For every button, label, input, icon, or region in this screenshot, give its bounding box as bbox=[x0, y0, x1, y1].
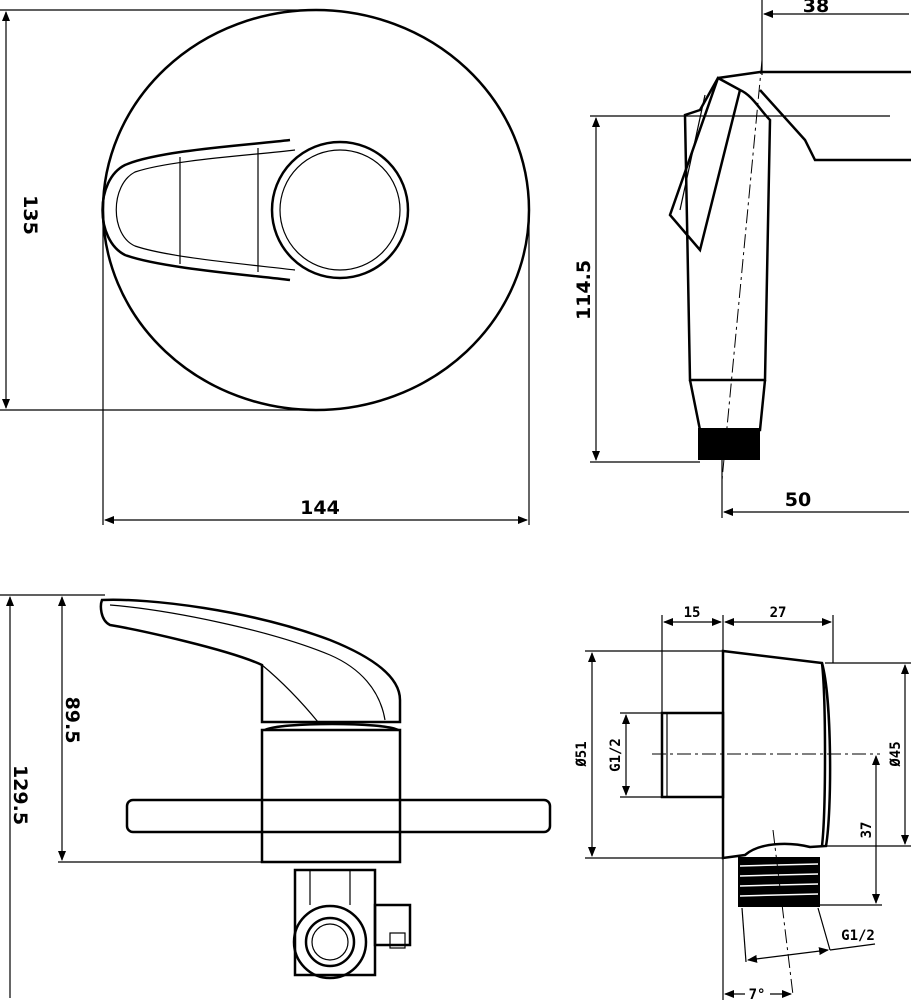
dim-38: 38 bbox=[803, 0, 829, 17]
shower-thread bbox=[698, 428, 760, 460]
cover-plate-side bbox=[125, 798, 552, 834]
wall-elbow-view: 15 27 Ø51 G1/2 Ø45 37 G1/2 7° bbox=[574, 605, 911, 1000]
dim-129-5: 129.5 bbox=[9, 765, 31, 825]
lever-handle bbox=[101, 138, 291, 282]
handle-hub bbox=[270, 140, 410, 280]
dim-diameter-45: Ø45 bbox=[888, 741, 904, 767]
dim-89-5: 89.5 bbox=[61, 697, 83, 744]
shower-trigger bbox=[668, 77, 742, 253]
elbow-body bbox=[721, 649, 832, 860]
hand-shower-view: 38 114.5 50 bbox=[573, 0, 911, 518]
dim-114-5: 114.5 bbox=[573, 260, 595, 320]
dim-15: 15 bbox=[684, 605, 701, 621]
front-view: 135 144 bbox=[0, 8, 531, 525]
dim-37: 37 bbox=[859, 822, 875, 839]
dim-27: 27 bbox=[770, 605, 787, 621]
shower-head bbox=[683, 70, 911, 382]
side-lever-handle bbox=[99, 598, 402, 724]
valve-side-view: 129.5 89.5 bbox=[0, 594, 552, 998]
valve-body bbox=[260, 728, 402, 864]
valve-outlet bbox=[292, 904, 368, 980]
dim-inlet-thread: G1/2 bbox=[608, 738, 624, 772]
cover-plate bbox=[101, 8, 531, 412]
dim-144: 144 bbox=[300, 497, 340, 519]
dim-angle-7: 7° bbox=[749, 987, 766, 1000]
inlet-pipe bbox=[660, 711, 725, 799]
dim-135: 135 bbox=[19, 195, 41, 235]
dim-diameter-51: Ø51 bbox=[574, 741, 590, 767]
dim-50: 50 bbox=[785, 489, 811, 511]
dim-outlet-thread: G1/2 bbox=[841, 928, 875, 944]
